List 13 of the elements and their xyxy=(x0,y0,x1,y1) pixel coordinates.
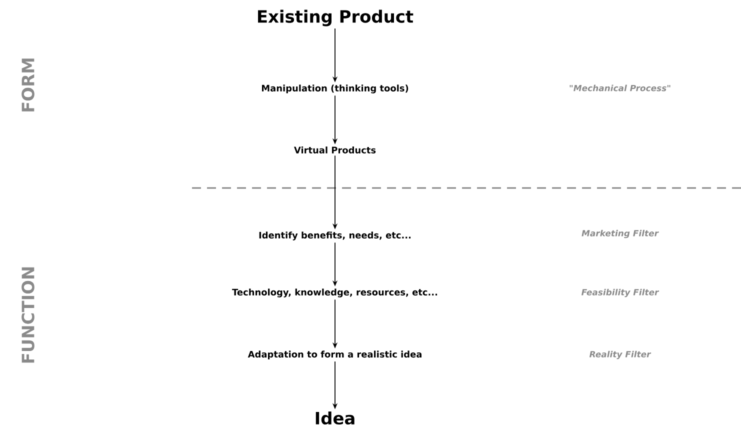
section-label: FORM xyxy=(22,58,34,112)
filter-label: Feasibility Filter xyxy=(582,288,660,298)
step-text: Existing Product xyxy=(258,10,414,26)
step-text: Idea xyxy=(316,411,354,425)
filter-label: Marketing Filter xyxy=(582,230,659,238)
section-label: FUNCTION xyxy=(22,267,34,363)
step-text: Identify benefits, needs, etc... xyxy=(259,232,411,240)
filter-label: "Mechanical Process" xyxy=(570,84,670,92)
step-text: Adaptation to form a realistic idea xyxy=(248,350,422,360)
step-text: Virtual Products xyxy=(294,146,376,154)
filter-label: Reality Filter xyxy=(589,350,652,360)
step-text: Manipulation (thinking tools) xyxy=(262,84,408,94)
step-text: Technology, knowledge, resources, etc... xyxy=(232,288,438,298)
